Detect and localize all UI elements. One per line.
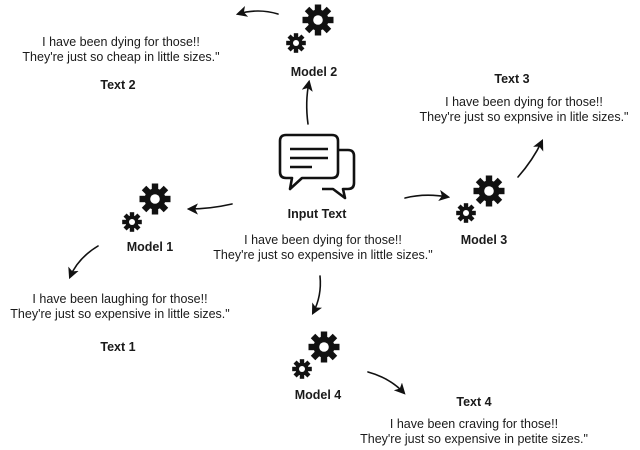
text-4-line-1: I have been craving for those!!: [389, 417, 559, 431]
chat-bubbles-icon: [278, 133, 356, 200]
text-1-line-2: They're just so expensive in little size…: [10, 307, 230, 321]
model-1-label: Model 1: [126, 240, 174, 254]
text-1-label: Text 1: [100, 340, 136, 354]
text-4-label: Text 4: [456, 395, 492, 409]
input-text-label: Input Text: [287, 207, 347, 221]
text-1-line-1: I have been laughing for those!!: [32, 292, 208, 306]
model-3-gears-icon: [456, 175, 505, 223]
arrow-input-to-model1: [186, 203, 233, 215]
text-2-label: Text 2: [100, 78, 136, 92]
model-4-gears-icon: [292, 331, 340, 379]
arrow-model1-to-text1: [68, 245, 99, 280]
model-2-gears-icon: [286, 4, 334, 53]
arrow-model3-to-text3: [517, 138, 544, 178]
model-1-gears-icon: [122, 183, 171, 232]
text-2-content: I have been dying for those!! They're ju…: [22, 35, 219, 65]
arrow-input-to-model3: [404, 189, 451, 201]
text-3-line-1: I have been dying for those!!: [445, 95, 603, 109]
input-text-content: I have been dying for those!! They're ju…: [213, 233, 432, 263]
text-3-content: I have been dying for those!! They're ju…: [420, 95, 629, 125]
text-3-line-2: They're just so expnsive in litle sizes.…: [419, 110, 629, 124]
text-2-line-2: They're just so cheap in little sizes.": [22, 50, 220, 64]
input-text-line-1: I have been dying for those!!: [244, 233, 402, 247]
arrow-model2-to-text2: [235, 6, 279, 17]
arrow-model4-to-text4: [367, 371, 406, 395]
text-4-content: I have been craving for those!! They're …: [360, 417, 588, 447]
input-text-line-2: They're just so expensive in little size…: [213, 248, 433, 262]
model-2-label: Model 2: [290, 65, 338, 79]
text-3-label: Text 3: [494, 72, 530, 86]
model-3-label: Model 3: [460, 233, 508, 247]
text-2-line-1: I have been dying for those!!: [42, 35, 200, 49]
model-4-label: Model 4: [294, 388, 342, 402]
text-1-content: I have been laughing for those!! They're…: [10, 292, 229, 322]
text-4-line-2: They're just so expensive in petite size…: [360, 432, 588, 446]
arrow-input-to-model4: [311, 275, 323, 315]
arrow-input-to-model2: [301, 79, 313, 125]
